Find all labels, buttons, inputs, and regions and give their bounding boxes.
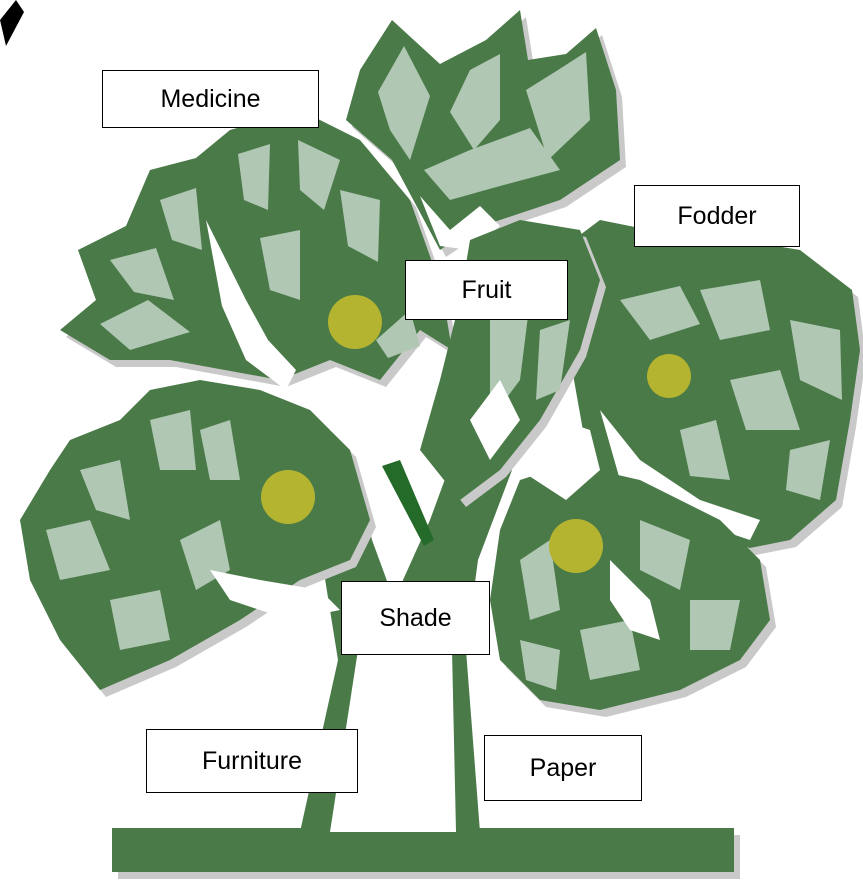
fruit-lower-right — [549, 519, 603, 573]
label-fruit: Fruit — [405, 260, 568, 320]
label-medicine: Medicine — [102, 70, 319, 128]
label-fodder: Fodder — [634, 185, 800, 247]
label-furniture: Furniture — [146, 729, 358, 793]
label-shade: Shade — [341, 581, 490, 655]
fruit-lower-left — [261, 470, 315, 524]
ground — [112, 828, 734, 872]
arrow-icon — [0, 0, 24, 46]
fruit-upper-left — [328, 295, 382, 349]
crown-lower-left — [20, 380, 376, 697]
accent-stripe — [382, 460, 434, 546]
fruit-right — [647, 354, 691, 398]
label-paper: Paper — [484, 735, 642, 801]
